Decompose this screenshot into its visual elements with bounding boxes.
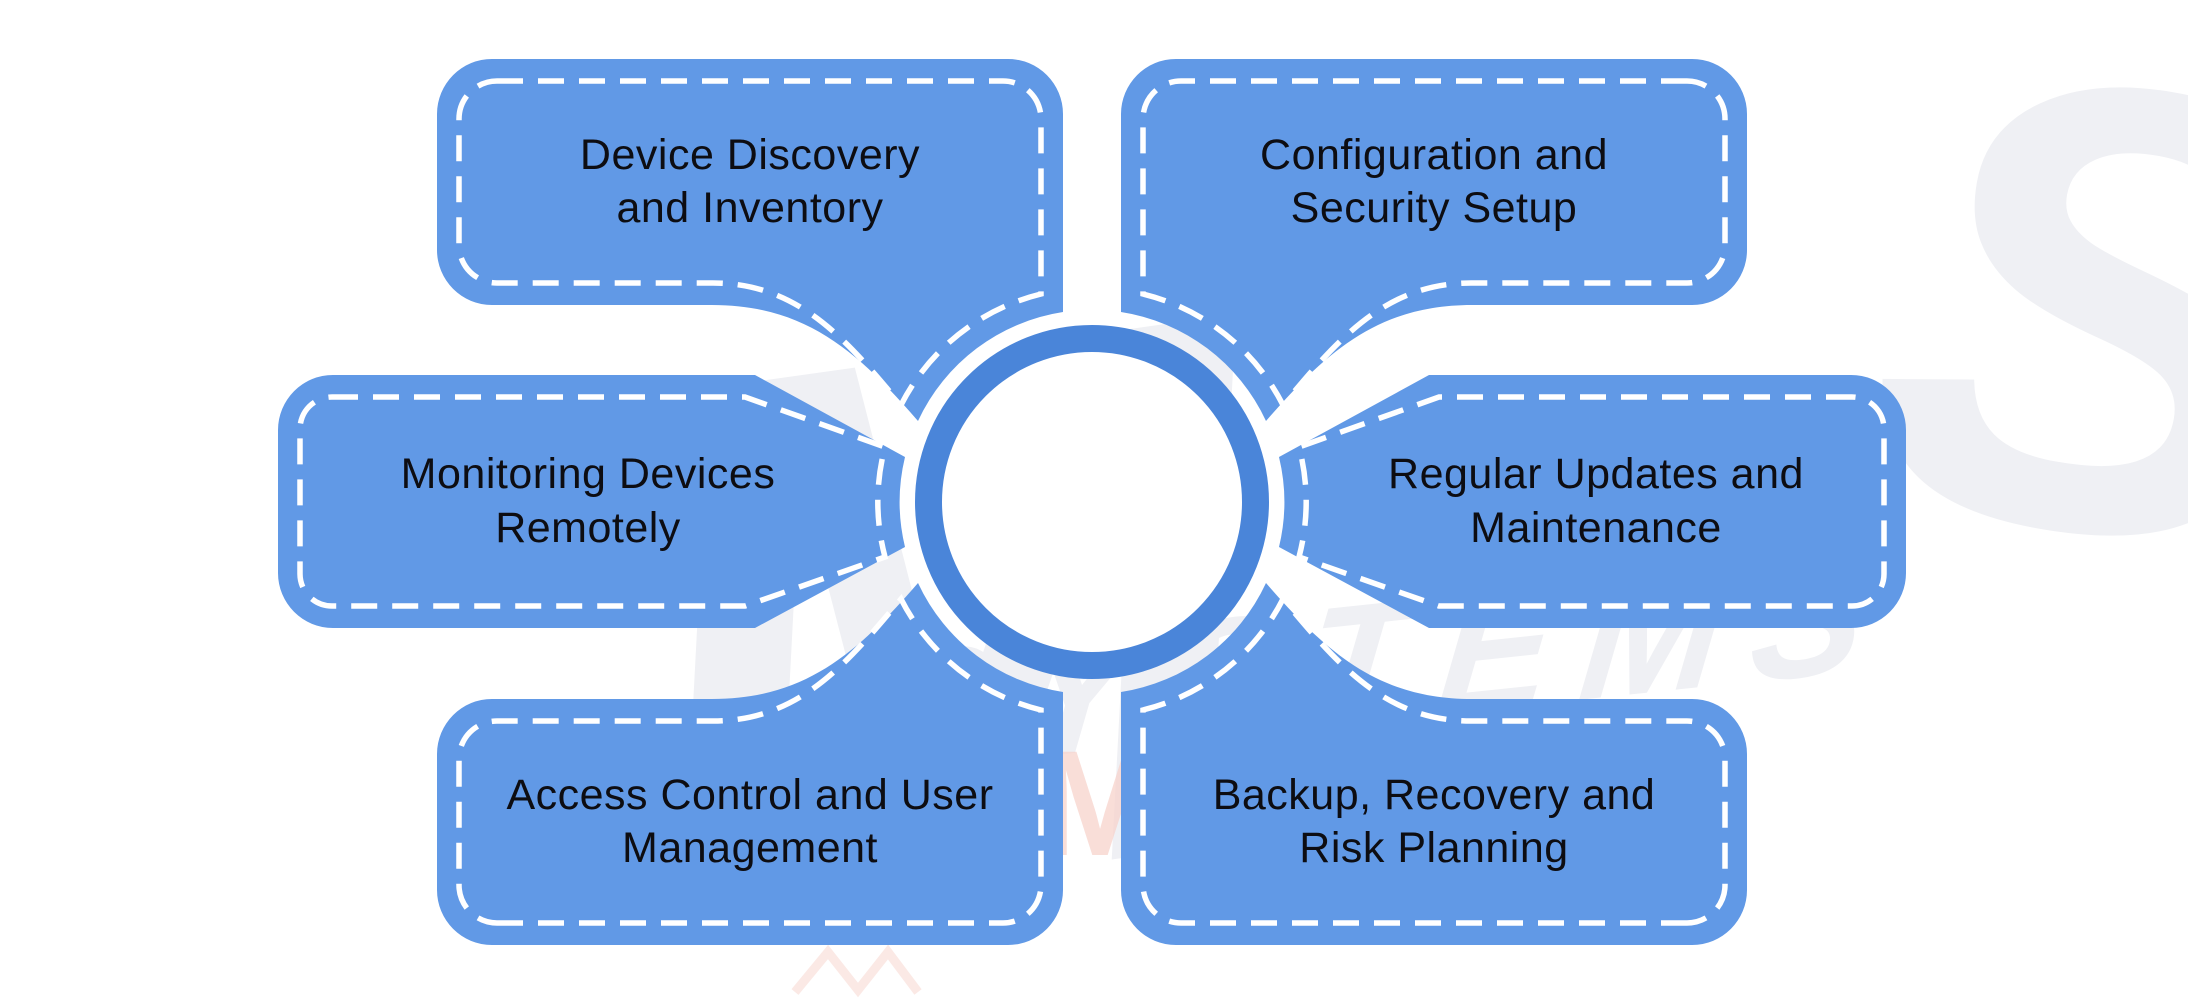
node-shape-middle-left (278, 375, 905, 628)
node-shape-middle-right (1279, 375, 1906, 628)
watermark-zigzag-icon (791, 944, 922, 998)
node-fill-middle-left (278, 375, 905, 628)
node-fill-middle-right (1279, 375, 1906, 628)
hub-circle (915, 325, 1269, 679)
